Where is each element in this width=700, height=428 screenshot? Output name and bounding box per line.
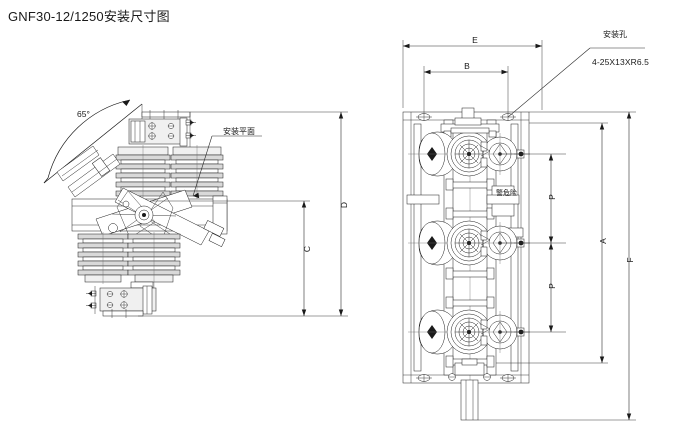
dimension-D (190, 111, 348, 317)
dimension-C (138, 200, 310, 317)
dimension-label-P-lower: P (547, 283, 557, 289)
nameplate-block (486, 185, 520, 217)
mounting-plane-leader (192, 135, 262, 199)
operating-rod-assembly (56, 145, 121, 198)
dimension-label-A: A (598, 238, 608, 244)
dimension-A (496, 122, 608, 364)
mounting-hole-label: 安装孔 (603, 30, 627, 39)
insulator-lower-right (127, 232, 181, 290)
dimension-label-B: B (464, 61, 470, 71)
pole-assembly-2 (408, 207, 530, 280)
side-bottom-terminal-assembly (86, 281, 157, 318)
page-title: GNF30-12/1250安装尺寸图 (8, 9, 170, 24)
dimension-label-F: F (625, 257, 635, 263)
dimension-label-E: E (472, 35, 478, 45)
plan-output-shaft (448, 358, 491, 421)
rotary-blade-mechanism (95, 187, 226, 247)
pole-assembly-3 (408, 296, 530, 368)
dimension-F (478, 111, 636, 421)
dimension-label-C: C (302, 245, 312, 253)
insulator-upper-left (115, 145, 171, 198)
angle-label-65: 65° (77, 109, 90, 119)
mounting-hole-spec: 4-25X13XR6.5 (592, 57, 649, 67)
side-top-terminal-assembly (128, 110, 196, 148)
dimension-P-lower (500, 243, 566, 333)
insulator-lower-left (77, 232, 129, 284)
insulator-upper-right (170, 145, 224, 199)
dimension-label-D: D (339, 201, 349, 209)
mounting-plane-label: 安装平面 (223, 127, 255, 136)
dimension-label-P-upper: P (547, 194, 557, 200)
dimension-E (402, 40, 543, 110)
dimension-B (423, 66, 509, 113)
pole-assembly-1 (408, 127, 530, 191)
nameplate-text: 警危险 (496, 189, 517, 197)
dimension-P-upper (500, 153, 566, 244)
mounting-hole-leader (507, 47, 645, 118)
